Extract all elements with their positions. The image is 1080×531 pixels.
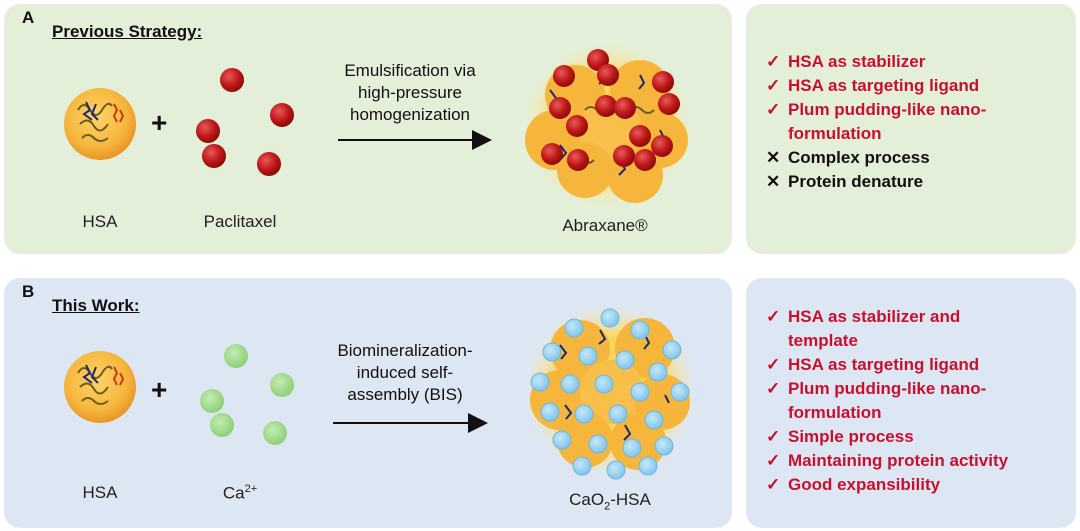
cao2-hsa-particle [524,304,696,480]
plus-sign-b: + [151,374,168,405]
note-text: Plum pudding-like nano- [788,379,987,398]
note-item: formulation [766,401,1008,425]
note-item: ✓ Simple process [766,425,1008,449]
note-item: ✓ Plum pudding-like nano- [766,377,1008,401]
note-text: Simple process [788,427,914,446]
hsa-label-a: HSA [82,212,118,231]
panel-b-heading: This Work: [52,296,140,315]
note-item: template [766,329,1008,353]
note-text: HSA as targeting ligand [788,355,980,374]
indent-spacer [766,401,788,425]
check-icon: ✓ [766,355,781,374]
panel-b-letter: B [22,282,35,301]
abraxane-particle [525,43,689,207]
process-text-b: Biomineralization- induced self- assembl… [305,340,505,406]
check-icon: ✓ [766,307,781,326]
calcium-charge: 2+ [244,483,258,495]
cross-icon: ✕ [766,172,781,191]
indent-spacer [766,329,788,353]
note-text: Plum pudding-like nano- [788,100,987,119]
panel-a-letter: A [22,8,35,27]
note-text: Protein denature [788,172,924,191]
paclitaxel-label: Paclitaxel [203,212,277,231]
indent-spacer [766,122,788,146]
note-item: ✓ Maintaining protein activity [766,449,1008,473]
note-text: HSA as stabilizer and [788,307,961,326]
process-text-a: Emulsification via high-pressure homogen… [310,60,510,126]
note-text: Good expansibility [788,475,941,494]
check-icon: ✓ [766,427,781,446]
panel-a-notes-list: ✓ HSA as stabilizer ✓ HSA as targeting liga… [766,50,986,194]
check-icon: ✓ [766,52,781,71]
note-item: ✓ HSA as targeting ligand [766,74,986,98]
note-text: Complex process [788,148,930,167]
abraxane-label: Abraxane® [562,216,648,235]
check-icon: ✓ [766,451,781,470]
check-icon: ✓ [766,379,781,398]
calcium-ions [200,344,294,445]
process-line: Biomineralization- [337,341,473,360]
note-item: ✓ Plum pudding-like nano- [766,98,986,122]
hsa-sphere-a [63,87,137,161]
cao2-hsa-label-post: -HSA [610,490,651,509]
panel-a-notes [746,4,1076,254]
note-item: ✕ Complex process [766,146,986,170]
plus-sign-a: + [151,107,168,138]
panel-a-heading: Previous Strategy: [52,22,203,41]
check-icon: ✓ [766,475,781,494]
calcium-label-text: Ca [222,483,245,503]
note-item: ✓ HSA as stabilizer [766,50,986,74]
note-item: formulation [766,122,986,146]
paclitaxel-particles [196,68,294,176]
panel-b-notes [746,278,1076,528]
note-text: formulation [788,124,882,143]
note-text: formulation [788,403,882,422]
check-icon: ✓ [766,100,781,119]
process-line: homogenization [349,105,471,124]
calcium-label: Ca2+ [200,483,280,504]
check-icon: ✓ [766,76,781,95]
note-text: template [788,331,858,350]
process-line: Emulsification via [344,61,476,80]
hsa-sphere-b [63,350,137,424]
panel-b-notes-list: ✓ HSA as stabilizer and template ✓ HSA as ta… [766,305,1008,497]
note-text: HSA as targeting ligand [788,76,980,95]
note-text: HSA as stabilizer [788,52,926,71]
note-item: ✓ HSA as targeting ligand [766,353,1008,377]
note-item: ✓ Good expansibility [766,473,1008,497]
note-text: Maintaining protein activity [788,451,1009,470]
hsa-label-b: HSA [82,483,118,502]
process-line: assembly (BIS) [347,385,463,404]
note-item: ✓ HSA as stabilizer and [766,305,1008,329]
cao2-hsa-label: CaO2-HSA [540,490,680,512]
process-line: induced self- [356,363,454,382]
cao2-hsa-label-sub: 2 [604,500,611,513]
note-item: ✕ Protein denature [766,170,986,194]
process-line: high-pressure [358,83,462,102]
cao2-hsa-label-pre: CaO [569,490,605,509]
cross-icon: ✕ [766,148,781,167]
